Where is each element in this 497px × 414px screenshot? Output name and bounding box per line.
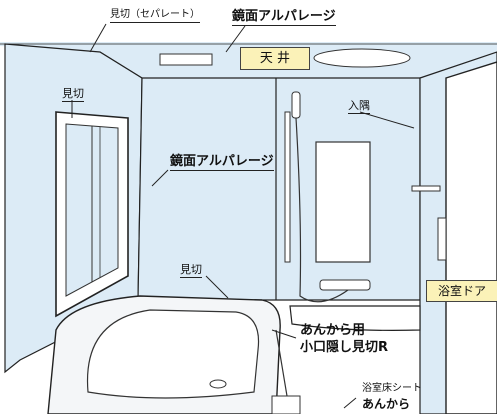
label-kyomen-mid: 鏡面アルパレージ [170, 154, 274, 171]
shower-head [291, 91, 301, 119]
label-floor-sheet-line2: あんから [362, 397, 411, 411]
ceiling-light [313, 48, 411, 68]
shower-riser [284, 111, 291, 263]
drain [209, 379, 227, 389]
door-panel [445, 61, 497, 414]
bathtub-inner [86, 309, 260, 399]
label-floor-sheet-line1: 浴室床シート [362, 383, 422, 394]
towel-bar [411, 185, 441, 192]
door-handle [437, 217, 447, 261]
label-ankara-line1: あんから用 [300, 323, 366, 338]
faucet [319, 279, 371, 291]
label-ankara-line2: 小口隠し見切R [300, 340, 389, 355]
label-mikiri-left: 見切 [62, 87, 84, 102]
label-mikiri-separate: 見切（セパレート） [110, 10, 200, 23]
mirror [315, 141, 371, 263]
floor-step [271, 395, 301, 414]
counter-shelf [289, 305, 421, 331]
label-irisumi: 入隅 [348, 99, 370, 114]
label-mikiri-bottom: 見切 [180, 263, 202, 278]
ceiling-edge-left [99, 51, 143, 79]
label-tenjo: 天 井 [240, 47, 310, 70]
label-yokushitsu-door: 浴室ドア [426, 280, 497, 302]
ceiling-vent [159, 53, 213, 66]
label-kyomen-top: 鏡面アルパレージ [232, 9, 336, 26]
